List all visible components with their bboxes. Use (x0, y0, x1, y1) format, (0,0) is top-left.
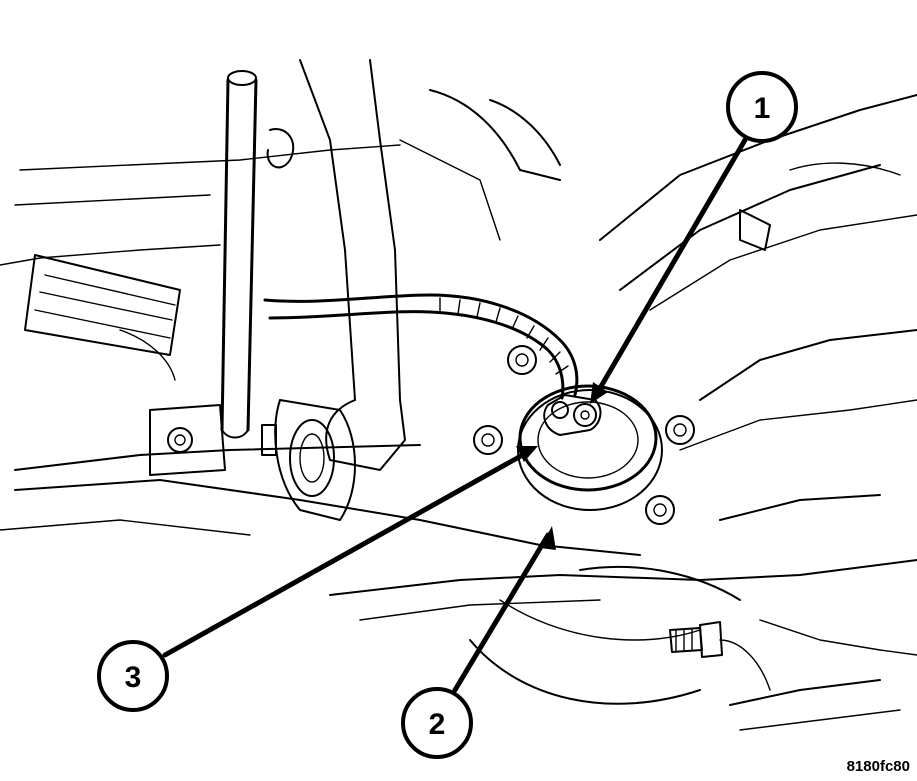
bushing-mount (149, 399, 356, 521)
leader-2 (452, 532, 551, 693)
figure-reference: 8180fc80 (847, 758, 910, 775)
leader-1 (593, 137, 748, 398)
lower-bolt (669, 621, 771, 691)
bellows-component (24, 254, 181, 381)
leader-3 (162, 449, 531, 658)
callout-2-label: 2 (429, 708, 446, 741)
callout-1: 1 (726, 71, 798, 143)
wheel-speed-sensor (543, 394, 602, 436)
frame-linework (0, 94, 917, 731)
strut-assembly (299, 59, 561, 471)
vertical-hose (220, 70, 295, 439)
arrowhead-3 (516, 446, 538, 462)
callout-1-label: 1 (754, 92, 771, 125)
arrowhead-1 (590, 382, 608, 404)
arrowhead-2 (540, 526, 556, 550)
callout-leaders (162, 137, 748, 693)
sensor-wire-harness (263, 162, 901, 400)
callout-3: 3 (97, 640, 169, 712)
callout-2: 2 (401, 687, 473, 759)
hub-bearing (473, 345, 695, 525)
callout-3-label: 3 (125, 661, 142, 694)
